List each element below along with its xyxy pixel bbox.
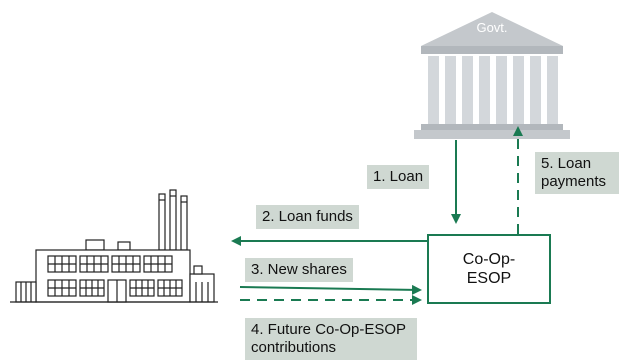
loan-funds-label: 2. Loan funds: [256, 205, 359, 229]
loan-payments-label: 5. Loan payments: [535, 152, 619, 194]
new-shares-arrow: [239, 284, 422, 295]
co-op-esop-line2: ESOP: [466, 270, 512, 287]
loan-label: 1. Loan: [367, 165, 430, 189]
government-label: Govt.: [476, 20, 508, 35]
new-shares-label: 3. New shares: [245, 258, 353, 282]
loan-payments-line1: 5. Loan: [541, 155, 592, 172]
loan-payments-line2: payments: [541, 173, 607, 190]
future-contributions-line2: contributions: [251, 339, 337, 356]
co-op-esop-box: Co-Op- ESOP: [427, 234, 551, 304]
future-contributions-label: 4. Future Co-Op-ESOP contributions: [245, 318, 417, 360]
co-op-esop-line1: Co-Op-: [462, 251, 516, 268]
factory-icon: [10, 189, 218, 303]
future-contributions-line1: 4. Future Co-Op-ESOP: [251, 321, 407, 338]
government-building-icon: [414, 12, 570, 139]
